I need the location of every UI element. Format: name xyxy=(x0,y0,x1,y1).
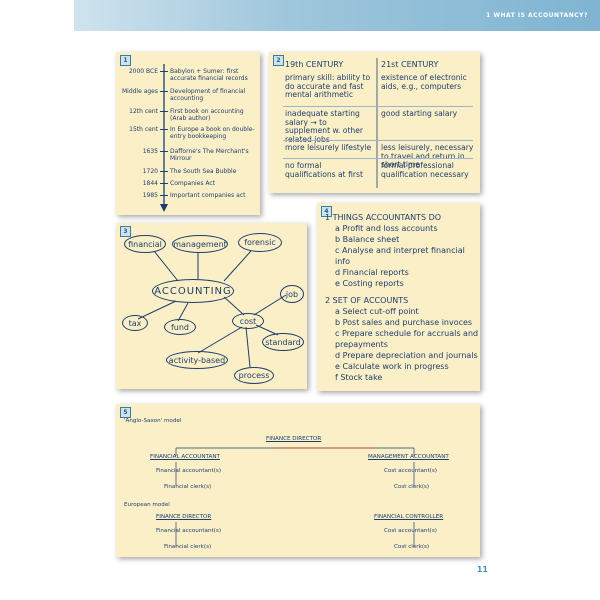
page-number: 11 xyxy=(476,565,488,574)
timeline-event: In Europe a book on double-entry bookkee… xyxy=(170,126,255,140)
task-item: b Post sales and purchase invoces xyxy=(335,318,473,327)
century-19-cell: inadequate starting salary → to suppleme… xyxy=(285,109,364,143)
mind-map-node-process: process xyxy=(234,367,274,384)
century-19-cell: primary skill: ability to do accurate an… xyxy=(285,73,371,100)
task-item: e Costing reports xyxy=(335,279,404,288)
management-accountant-title: MANAGEMENT ACCOUNTANT xyxy=(368,454,449,460)
timeline-date: 1844 xyxy=(142,180,158,187)
task-item: d Financial reports xyxy=(335,268,409,277)
timeline-date: 15th cent xyxy=(129,126,158,133)
panel-number-badge: 2 xyxy=(273,55,284,66)
financial-clerks-role: Financial clerk(s) xyxy=(164,484,212,490)
financial-accountants-role: Financial accountant(s) xyxy=(156,468,222,474)
mind-map-links xyxy=(137,250,287,368)
mind-map-center-accounting: ACCOUNTING xyxy=(152,279,234,303)
section-heading: 2 SET OF ACCOUNTS xyxy=(325,296,409,305)
finance-director-title: FINANCE DIRECTOR xyxy=(266,436,322,442)
timeline-tick xyxy=(160,111,168,112)
timeline-tick xyxy=(160,151,168,152)
timeline-arrow xyxy=(160,64,168,212)
timeline-date: 2000 BCE xyxy=(128,68,158,75)
european-cost-accountants-role: Cost accountant(s) xyxy=(384,528,437,534)
financial-controller-title: FINANCIAL CONTROLLER xyxy=(374,514,444,520)
century-19-cell: more leisurely lifestyle xyxy=(285,143,372,152)
timeline-date: 1635 xyxy=(142,148,158,155)
row-separator xyxy=(283,158,473,159)
organisation-models-panel: 5 'Anglo-Saxon' model FINANCE DIRECTOR F… xyxy=(116,404,480,557)
century-19-cell: no formal qualifications at first xyxy=(285,161,363,179)
mind-map-node-management: management xyxy=(172,235,228,253)
task-item: e Calculate work in progress xyxy=(335,362,449,371)
panel-number-badge: 5 xyxy=(120,407,131,418)
column-header-19th-century: 19th CENTURY xyxy=(285,60,344,69)
european-financial-accountants-role: Financial accountant(s) xyxy=(156,528,222,534)
european-model-label: European model xyxy=(124,502,170,508)
timeline-tick xyxy=(160,71,168,72)
timeline-tick xyxy=(160,183,168,184)
anglo-saxon-model-label: 'Anglo-Saxon' model xyxy=(124,418,182,424)
timeline-date: 1985 xyxy=(142,192,158,199)
century-21-cell: good starting salary xyxy=(381,109,458,118)
mind-map-node-financial: financial xyxy=(124,235,166,253)
row-separator xyxy=(283,106,473,107)
timeline-tick xyxy=(160,195,168,196)
task-item: b Balance sheet xyxy=(335,235,400,244)
european-cost-clerks-role: Cost clerk(s) xyxy=(394,544,430,550)
things-accountants-do-panel: 4 1 THINGS ACCOUNTANTS DO a Profit and lo… xyxy=(317,203,480,391)
chapter-header-bar: 1 WHAT IS ACCOUNTANCY? xyxy=(74,0,600,31)
org-chart-lines xyxy=(175,447,415,547)
timeline-panel: 1 2000 BCE Babylon + Sumer: first accurat… xyxy=(116,52,260,215)
century-21-cell: formal professional qualification necess… xyxy=(381,161,469,179)
timeline-event: Dafforne's The Merchant's Mirrour xyxy=(170,148,249,162)
mind-map-node-standard: standard xyxy=(262,333,304,351)
task-item: f Stock take xyxy=(335,373,383,382)
panel-number-badge: 4 xyxy=(321,206,332,217)
task-item: d Prepare depreciation and journals xyxy=(335,351,478,360)
timeline-event: The South Sea Bubble xyxy=(170,168,237,175)
century-comparison-panel: 2 19th CENTURY 21st CENTURY primary skil… xyxy=(269,52,480,193)
timeline-tick xyxy=(160,171,168,172)
timeline-event: Companies Act xyxy=(170,180,216,187)
mind-map-node-fund: fund xyxy=(164,319,196,335)
task-item: c Analyse and interpret financial xyxy=(335,246,465,255)
european-financial-clerks-role: Financial clerk(s) xyxy=(164,544,212,550)
section-heading: 1 THINGS ACCOUNTANTS DO xyxy=(325,213,442,222)
century-21-cell: less leisurely, necessary to travel and … xyxy=(381,143,474,170)
timeline-event: First book on accounting (Arab author) xyxy=(170,108,244,122)
task-item: prepayments xyxy=(335,340,388,349)
mind-map-panel: 3 financial management forensic ACCOUNTI… xyxy=(116,223,307,389)
cost-clerks-role: Cost clerk(s) xyxy=(394,484,430,490)
timeline-event: Babylon + Sumer: first accurate financia… xyxy=(170,68,248,82)
timeline-event: Important companies act xyxy=(170,192,246,199)
task-item: c Prepare schedule for accruals and xyxy=(335,329,479,338)
panel-number-badge: 3 xyxy=(120,226,131,237)
task-item: info xyxy=(335,257,351,266)
cost-accountants-role: Cost accountant(s) xyxy=(384,468,437,474)
mind-map-node-forensic: forensic xyxy=(238,233,282,252)
financial-accountant-title: FINANCIAL ACCOUNTANT xyxy=(150,454,220,460)
mind-map-node-activity-based: activity-based xyxy=(166,351,228,369)
timeline-date: Middle ages xyxy=(121,88,158,95)
task-item: a Select cut-off point xyxy=(335,307,419,316)
century-21-cell: existence of electronic aids, e.g., comp… xyxy=(381,73,467,91)
row-separator xyxy=(283,140,473,141)
timeline-date: 12th cent xyxy=(129,108,158,115)
column-divider xyxy=(376,58,378,188)
mind-map-node-cost: cost xyxy=(232,313,264,329)
mind-map-node-job: job xyxy=(280,285,304,303)
timeline-tick xyxy=(160,129,168,130)
timeline-date: 1720 xyxy=(142,168,158,175)
european-finance-director-title: FINANCE DIRECTOR xyxy=(156,514,212,520)
chapter-title: 1 WHAT IS ACCOUNTANCY? xyxy=(486,12,588,19)
task-item: a Profit and loss accounts xyxy=(335,224,438,233)
panel-number-badge: 1 xyxy=(120,55,131,66)
column-header-21st-century: 21st CENTURY xyxy=(381,60,439,69)
timeline-event: Development of financial accounting xyxy=(170,88,246,102)
mind-map-node-tax: tax xyxy=(122,315,148,331)
timeline-tick xyxy=(160,91,168,92)
